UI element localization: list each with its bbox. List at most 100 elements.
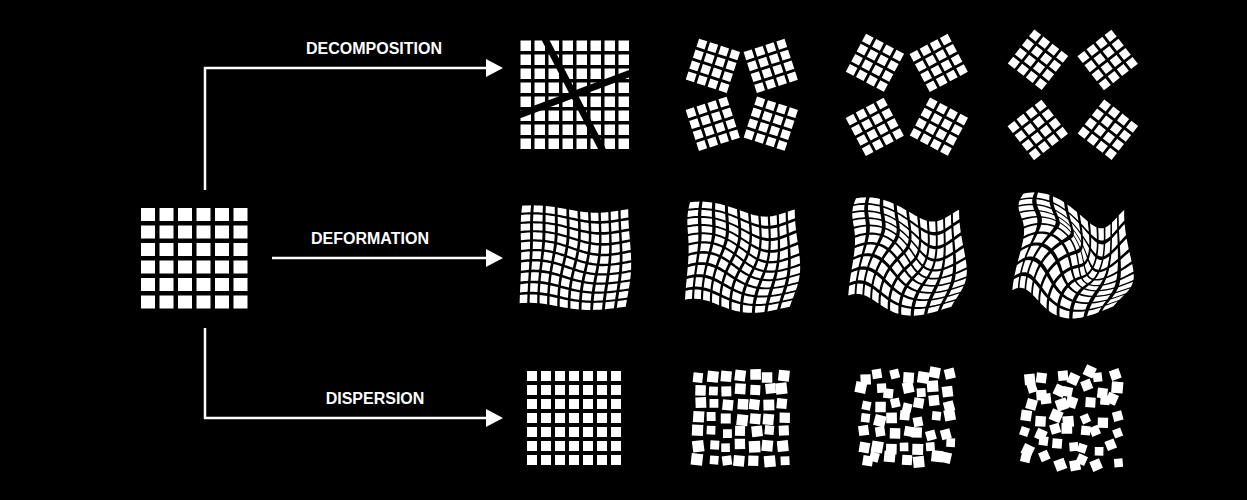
- grid-square: [1015, 130, 1027, 142]
- grid-square: [742, 64, 747, 75]
- warped-square: [1077, 252, 1083, 265]
- grid-square: [521, 41, 532, 52]
- warped-square: [689, 244, 698, 254]
- decomposition-stage: [671, 39, 812, 151]
- warped-square: [938, 233, 944, 246]
- grid-square: [743, 95, 754, 104]
- warped-square: [906, 266, 916, 277]
- grid-square: [215, 243, 229, 256]
- grid-square: [846, 64, 858, 76]
- dispersed-square: [734, 370, 746, 382]
- grid-square: [1060, 98, 1070, 107]
- dispersed-square: [762, 413, 774, 425]
- warped-square: [688, 226, 699, 234]
- warped-square: [1089, 251, 1096, 266]
- grid-square: [845, 90, 857, 94]
- grid-square: [926, 98, 938, 110]
- grid-square: [1092, 109, 1104, 121]
- warped-square: [598, 266, 608, 273]
- grid-square: [1099, 99, 1111, 111]
- grid-square: [591, 111, 602, 122]
- dispersed-square: [1080, 379, 1093, 392]
- warped-square: [780, 300, 792, 309]
- grid-square: [1028, 87, 1040, 92]
- source-grid: [141, 208, 248, 309]
- warped-square: [899, 272, 910, 285]
- dispersed-square: [902, 381, 915, 394]
- grid-square: [689, 60, 700, 71]
- dispersed-square: [900, 410, 911, 421]
- dispersed-square: [555, 441, 565, 451]
- grid-square: [726, 119, 737, 130]
- warped-square: [1080, 266, 1086, 276]
- grid-square: [1006, 98, 1015, 108]
- dispersed-square: [1081, 426, 1091, 436]
- grid-square: [1028, 98, 1040, 103]
- warped-square: [611, 233, 619, 243]
- dispersed-square: [709, 399, 718, 408]
- grid-square: [1096, 141, 1108, 153]
- dispersed-square: [873, 414, 887, 428]
- grid-square: [930, 65, 942, 77]
- warped-square: [696, 265, 705, 275]
- warped-square: [1104, 240, 1110, 256]
- grid-square: [769, 126, 780, 137]
- dispersed-square: [764, 425, 774, 435]
- dispersion-stage: [1019, 364, 1123, 472]
- dispersed-square: [541, 441, 551, 451]
- grid-piece: [1042, 35, 1167, 160]
- grid-square: [619, 97, 630, 108]
- dispersed-square: [737, 399, 748, 410]
- grid-square: [715, 95, 726, 97]
- warped-square: [1073, 268, 1080, 278]
- grid-square: [1090, 98, 1102, 105]
- warped-square: [1097, 244, 1103, 257]
- grid-square: [1087, 134, 1099, 146]
- dispersed-square: [710, 440, 719, 449]
- dispersed-square: [776, 398, 787, 409]
- grid-square: [765, 100, 776, 111]
- grid-square: [1105, 148, 1117, 160]
- grid-square: [722, 108, 733, 119]
- warped-square: [780, 237, 788, 249]
- grid-square: [765, 42, 776, 53]
- grid-square: [619, 83, 630, 94]
- grid-square: [535, 83, 546, 94]
- warped-square: [1020, 211, 1037, 218]
- dispersed-square: [765, 383, 776, 394]
- grid-square: [1011, 98, 1023, 101]
- grid-square: [1131, 82, 1140, 92]
- dispersed-square: [611, 385, 621, 395]
- grid-square: [160, 208, 174, 221]
- warped-square: [545, 233, 555, 242]
- warped-square: [785, 284, 798, 293]
- warped-square: [758, 289, 770, 296]
- dispersed-square: [1036, 372, 1047, 383]
- dispersed-square: [527, 413, 537, 423]
- dispersed-square: [1049, 408, 1064, 423]
- warped-square: [618, 291, 628, 299]
- warped-square: [945, 293, 960, 302]
- dispersed-square: [871, 440, 884, 453]
- warped-square: [1102, 301, 1118, 311]
- grid-square: [1015, 48, 1027, 60]
- warped-square: [546, 224, 555, 232]
- grid-square: [1008, 121, 1020, 133]
- grid-square: [910, 128, 922, 140]
- warped-square: [868, 235, 880, 243]
- warped-square: [689, 202, 700, 209]
- warped-square: [750, 246, 759, 257]
- grid-square: [780, 129, 791, 140]
- warped-square: [521, 232, 530, 240]
- grid-square: [892, 50, 904, 62]
- warped-square: [868, 212, 881, 219]
- warped-square: [742, 263, 753, 274]
- grid-square: [740, 126, 742, 137]
- grid-square: [1126, 121, 1138, 133]
- warped-square: [590, 245, 599, 254]
- dispersed-square: [946, 438, 955, 447]
- dispersed-square: [1025, 398, 1038, 411]
- warped-square: [740, 210, 749, 221]
- deformation-stage: [520, 205, 632, 310]
- warped-square: [711, 245, 722, 255]
